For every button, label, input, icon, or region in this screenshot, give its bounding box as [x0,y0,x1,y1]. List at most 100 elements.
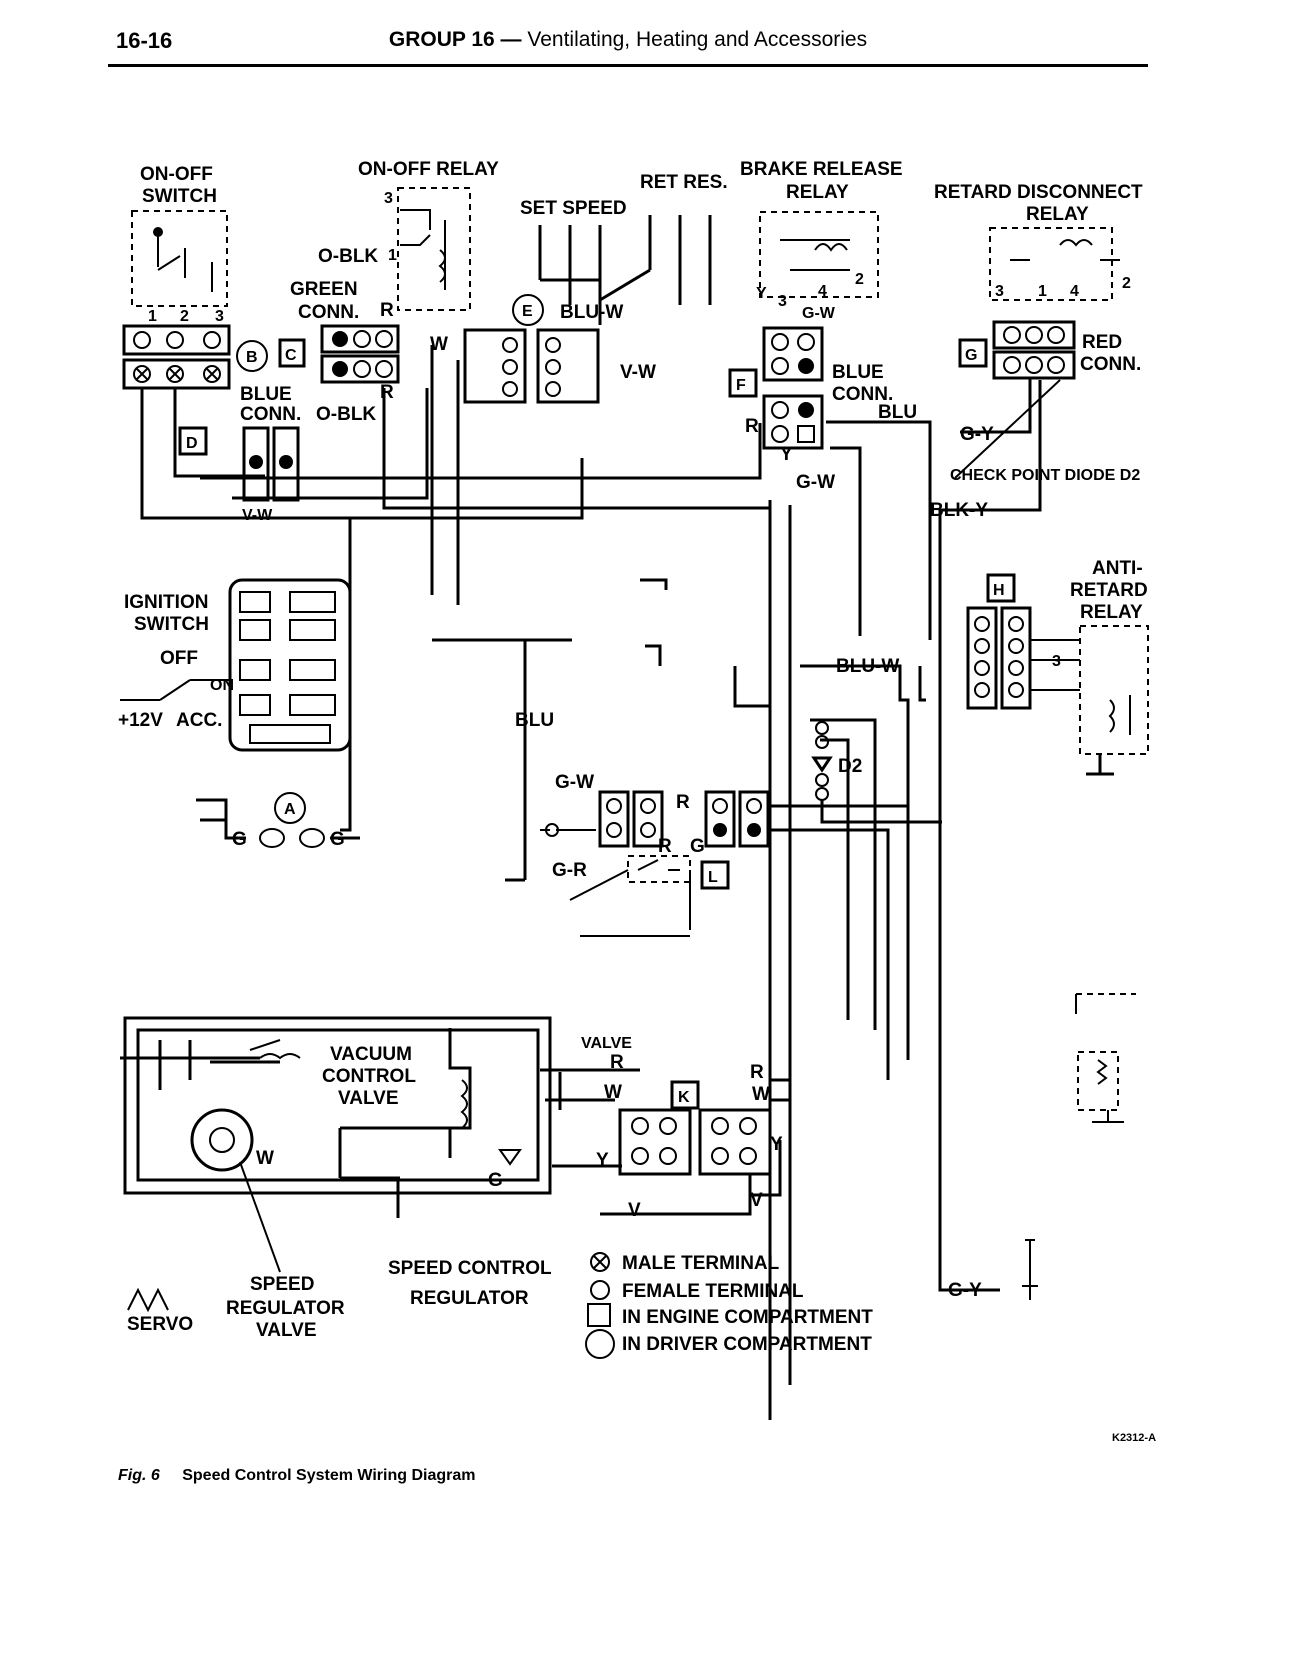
connector-k-wires [540,1068,790,1216]
ignition-switch: IGNITION SWITCH OFF ON +12V ACC. [118,518,352,832]
wire-g-l-label: G [690,836,705,857]
wire-v-k-label: V [750,1190,763,1211]
retard-pin-2: 2 [1122,275,1131,292]
stub-3 [733,666,770,708]
wire-r-label: R [380,300,394,321]
connector-b-badge [236,340,268,372]
switch-pin-2: 2 [180,308,189,325]
speed-label-3: VALVE [256,1320,317,1341]
terminal-male-x [168,367,182,381]
connector-b-top [122,324,231,356]
diode-label: D2 [838,756,862,777]
brake-release-relay: BRAKE RELEASE RELAY 3 4 2 Y G-W F BLUE C… [728,159,917,493]
connector-e-letter: E [522,303,533,320]
wire-r-harness [200,423,762,480]
blue-conn-right-label-1: BLUE [832,362,884,383]
middle-harness: BLU BLU-W [505,578,926,1060]
retard-disconnect-label-1: RETARD DISCONNECT [934,182,1143,203]
on-off-switch: ON-OFF SWITCH 1 2 3 [131,164,228,325]
retard-pin-4: 4 [1070,283,1079,300]
connector-b-letter: B [246,349,258,366]
brake-pin-3: 3 [778,293,787,310]
wire-w-down [430,345,572,642]
group-label: GROUP 16 [388,28,495,51]
wire-blk-y [938,380,1042,900]
switch-pin-3: 3 [215,308,224,325]
on-off-relay: ON-OFF RELAY 3 1 O-BLK [318,159,499,311]
set-speed-label: SET SPEED [520,198,627,219]
red-conn-label-1: RED [1082,332,1122,353]
stub-1 [640,578,668,590]
retard-pin-3: 3 [995,283,1004,300]
blue-conn-right-label-2: CONN. [832,384,893,405]
speed-regulator-valve-body [190,1108,254,1172]
connector-l-switch [627,855,691,883]
wire-g-y-ground-label: G-Y [948,1280,982,1301]
terminal-plugged [332,361,348,377]
terminal-male-x [205,367,219,381]
retard-relay-coil [1010,239,1120,261]
ignition-contacts [120,679,230,701]
speed-valve-leader [239,1161,281,1273]
art-code: K2312-A [1112,1432,1157,1444]
group-title: GROUP 16 — Ventilating, Heating and Acce… [108,28,1148,52]
wire-blu-mid-label: BLU [515,710,554,731]
right-component-resistor [1096,1059,1108,1085]
wire-g-w-l-label: G-W [555,772,594,793]
connector-c-letter: C [285,347,297,364]
on-off-relay-label: ON-OFF RELAY [358,159,499,180]
wire-v-w-label: V-W [620,362,656,383]
vacuum-control-label-1: VACUUM [330,1044,412,1065]
connector-h-badge [986,573,1016,603]
connector-l: G-W R R G G-R L [540,772,910,1080]
group-subtitle: Ventilating, Heating and Accessories [527,28,868,51]
servo-label: SERVO [127,1314,193,1335]
regulator-inner [136,1028,540,1182]
legend-driver: IN DRIVER COMPARTMENT [585,1329,872,1359]
upper-harness [140,345,1061,1420]
regulator-spring [249,1039,301,1060]
ignition-acc: ACC. [176,710,222,731]
valve-partial-label: VALVE [581,1035,632,1052]
relay-pin-3: 3 [384,190,393,207]
connector-g-letter: G [965,347,977,364]
ignition-12v: +12V [118,710,163,731]
anti-retard-label-2: RETARD [1070,580,1148,601]
legend-driver-label: IN DRIVER COMPARTMENT [622,1334,872,1355]
wire-blu-mid [505,640,527,882]
blue-conn-left: BLUE CONN. D V-W [178,384,301,524]
regulator-labels: SPEED REGULATOR VALVE SERVO SPEED CONTRO… [127,1161,552,1341]
connector-e-left [463,328,527,404]
blue-conn-left-label-1: BLUE [240,384,292,405]
wire-g-w-label: G-W [796,472,835,493]
header-rule [108,64,1148,67]
speed-control-label-1: SPEED CONTROL [388,1258,552,1279]
wire-v-reg-label: V [628,1200,641,1221]
switch-pin-1: 1 [148,308,157,325]
wire-w-harness [173,388,265,478]
connector-g-bottom [992,350,1076,380]
brake-pin-2: 2 [855,271,864,288]
connector-f-top [762,326,824,382]
connector-k-right [698,1108,772,1176]
wire-mid-a [810,718,877,1030]
anti-retard-label-1: ANTI- [1092,558,1143,579]
wire-g-w-right [830,446,862,636]
connector-d-badge [178,426,208,456]
o-blk-label-top: O-BLK [318,246,378,267]
connector-c-badge [278,338,306,368]
legend-female: FEMALE TERMINAL [590,1280,804,1302]
terminal-male [133,365,151,383]
connector-l-4 [738,790,770,848]
wire-r-label: R [745,416,759,437]
brake-release-label-1: BRAKE RELEASE [740,159,903,180]
wire-blu-w-mid-label: BLU-W [836,656,899,677]
wire-g-label: G [330,829,345,850]
ignition-label-2: SWITCH [134,614,209,635]
wire-w-reg-label-2: W [604,1082,622,1103]
right-component-ground [1092,1110,1124,1123]
diode-lead [820,800,942,824]
ignition-feed [340,518,352,832]
ignition-off: OFF [160,648,198,669]
terminal-female [166,331,184,349]
